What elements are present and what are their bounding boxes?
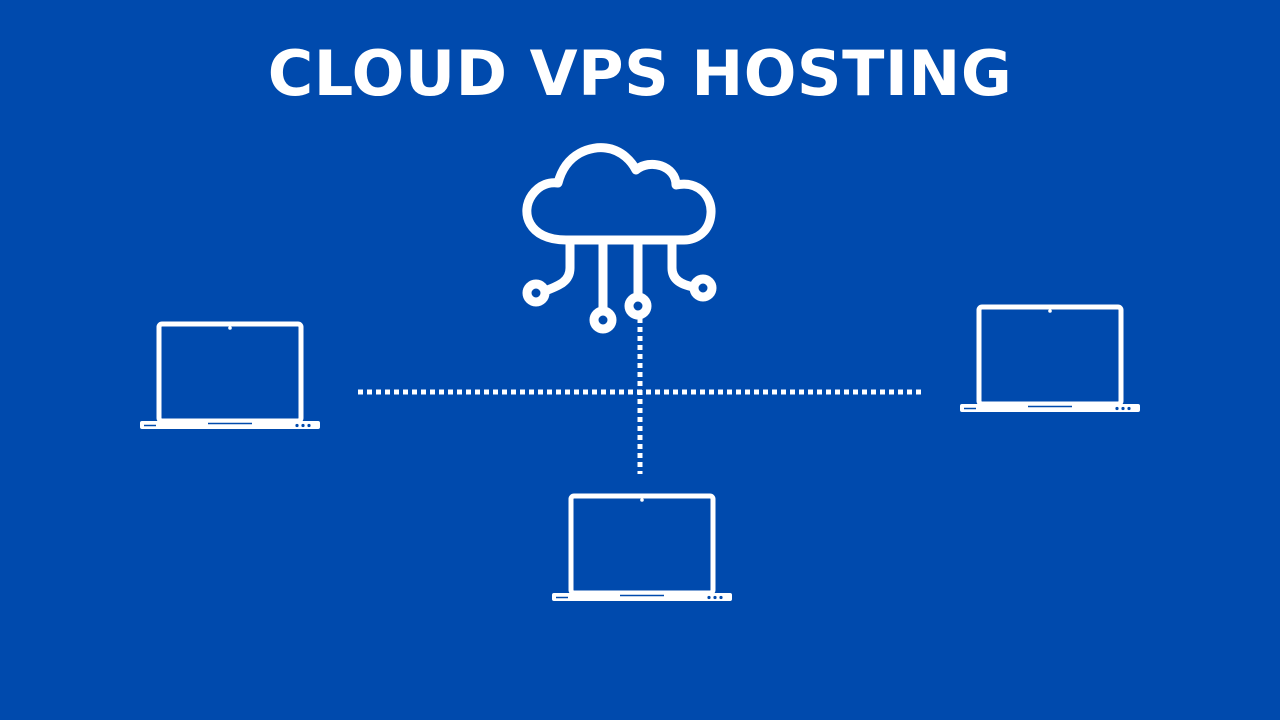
laptop-icon-right: [960, 307, 1140, 412]
laptop-icon-left: [140, 324, 320, 429]
page-title: CLOUD VPS HOSTING: [267, 37, 1013, 110]
cloud-network-icon: [522, 143, 717, 334]
laptop-icon-bottom: [552, 496, 732, 601]
